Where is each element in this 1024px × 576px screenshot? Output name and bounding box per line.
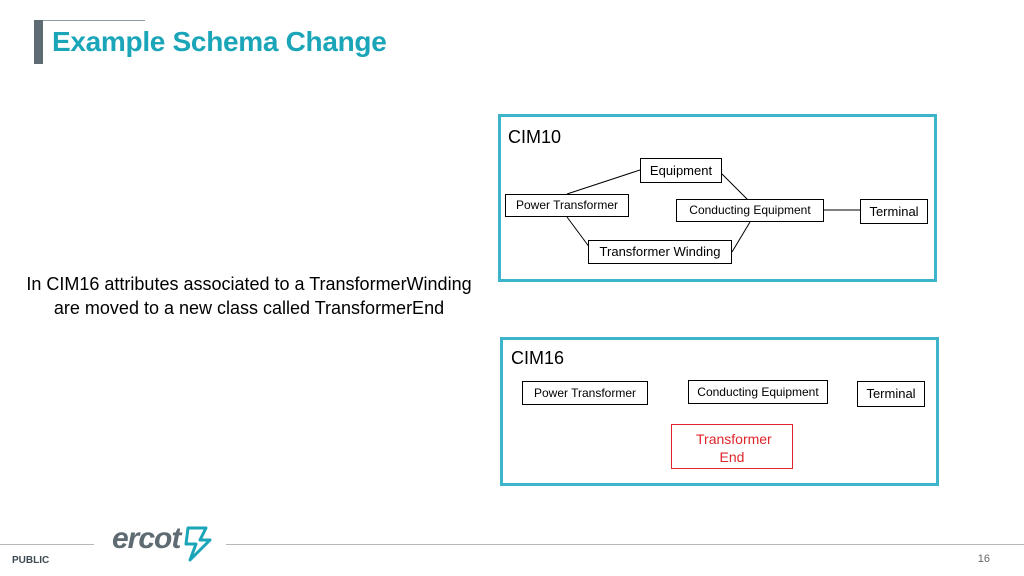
ercot-lightning-icon [184,526,212,562]
footer-rule-right [226,544,1024,545]
page-number: 16 [977,553,990,565]
cim16-transformer-end-node: Transformer End [671,424,793,469]
cim10-power-transformer-node: Power Transformer [505,194,629,217]
cim10-conducting-equipment-node: Conducting Equipment [676,199,824,222]
link-pt-winding [566,216,591,249]
link-winding-ce [731,221,751,253]
page-title: Example Schema Change [52,26,387,57]
cim10-transformer-winding-node: Transformer Winding [588,240,732,264]
title-accent-bar [34,20,43,64]
ercot-logo: ercot [112,522,181,555]
title-rule [43,20,145,21]
cim10-equipment-node: Equipment [640,158,722,183]
footer-rule-left [0,544,94,545]
link-equipment-ce [719,171,749,201]
classification-label: PUBLIC [12,555,50,566]
description-text: In CIM16 attributes associated to a Tran… [26,274,472,318]
cim10-label: CIM10 [508,127,562,147]
cim16-power-transformer-node: Power Transformer [522,381,648,405]
cim16-conducting-equipment-node: Conducting Equipment [688,380,828,404]
cim16-terminal-node: Terminal [857,381,925,407]
link-pt-equipment [566,169,641,195]
cim16-label: CIM16 [511,348,565,368]
cim10-terminal-node: Terminal [860,199,928,224]
